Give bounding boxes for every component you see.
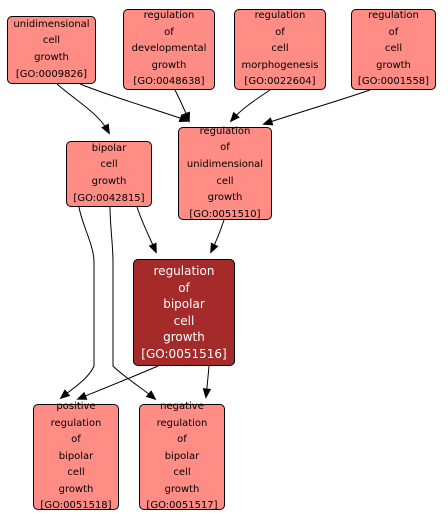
node-label: regulation of bipolar cell growth [GO:00… bbox=[141, 264, 227, 361]
arrowhead-n42815-to-n51517 bbox=[145, 390, 157, 401]
node-go-0051510[interactable]: regulation of unidimensional cell growth… bbox=[178, 126, 272, 220]
node-go-0022604[interactable]: regulation of cell morphogenesis [GO:002… bbox=[234, 9, 326, 90]
arrowhead-n9826-to-n42815 bbox=[101, 123, 110, 135]
arrowhead-n22604-to-n51510 bbox=[229, 111, 240, 123]
arrowhead-n1558-to-n51510 bbox=[262, 117, 274, 126]
node-label: regulation of developmental growth [GO:0… bbox=[131, 10, 207, 88]
edge-n1558-to-n51510 bbox=[263, 89, 371, 125]
edge-n42815-to-n51517 bbox=[109, 206, 156, 400]
arrowhead-n9826-to-n51510 bbox=[178, 114, 190, 122]
node-go-0009826[interactable]: unidimensional cell growth [GO:0009826] bbox=[7, 16, 96, 84]
arrowhead-n42815-to-n51518 bbox=[59, 389, 71, 400]
node-label: regulation of cell growth [GO:0001558] bbox=[357, 10, 430, 88]
node-go-0001558[interactable]: regulation of cell growth [GO:0001558] bbox=[351, 9, 436, 90]
arrowhead-n51516-to-n51517 bbox=[202, 388, 212, 399]
node-go-0051518[interactable]: positive regulation of bipolar cell grow… bbox=[33, 401, 119, 511]
node-go-0042815[interactable]: bipolar cell growth [GO:0042815] bbox=[66, 141, 152, 207]
node-label: regulation of unidimensional cell growth… bbox=[186, 125, 264, 220]
node-go-0051516[interactable]: regulation of bipolar cell growth [GO:00… bbox=[133, 259, 235, 366]
node-label: unidimensional cell growth [GO:0009826] bbox=[13, 18, 90, 80]
arrowhead-n51510-to-n51516 bbox=[210, 242, 219, 254]
arrowhead-n48638-to-n51510 bbox=[182, 111, 190, 123]
edge-n9826-to-n42815 bbox=[56, 83, 110, 134]
arrowhead-n51516-to-n51518 bbox=[76, 391, 88, 400]
node-label: negative regulation of bipolar cell grow… bbox=[146, 400, 218, 512]
node-label: regulation of cell morphogenesis [GO:002… bbox=[241, 10, 319, 88]
node-label: positive regulation of bipolar cell grow… bbox=[40, 400, 112, 512]
arrowhead-n42815-to-n51516 bbox=[148, 242, 157, 254]
node-go-0051517[interactable]: negative regulation of bipolar cell grow… bbox=[139, 401, 225, 511]
edge-n9826-to-n51510 bbox=[79, 83, 189, 122]
node-go-0048638[interactable]: regulation of developmental growth [GO:0… bbox=[123, 9, 215, 90]
edge-n42815-to-n51518 bbox=[60, 206, 95, 399]
node-label: bipolar cell growth [GO:0042815] bbox=[73, 142, 145, 204]
